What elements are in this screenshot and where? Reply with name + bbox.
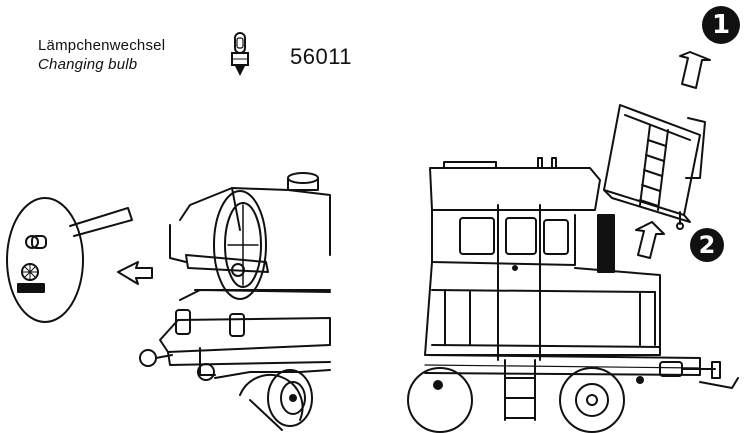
step-2-badge: 2 (690, 228, 724, 262)
title-german: Lämpchenwechsel (38, 37, 166, 54)
step-1-badge: 1 (702, 6, 740, 44)
instruction-header: Lämpchenwechsel Changing bulb 56011 (0, 0, 745, 90)
lifted-cab (603, 104, 706, 230)
bulb-icon (231, 32, 249, 76)
locomotive-body (407, 157, 739, 433)
arrow-icon (635, 221, 665, 259)
lamp-housing (6, 197, 133, 323)
arrow-icon (117, 261, 153, 285)
locomotive-front (139, 172, 331, 431)
arrow-icon (679, 51, 711, 89)
title-english: Changing bulb (38, 56, 138, 73)
part-number: 56011 (290, 44, 353, 69)
